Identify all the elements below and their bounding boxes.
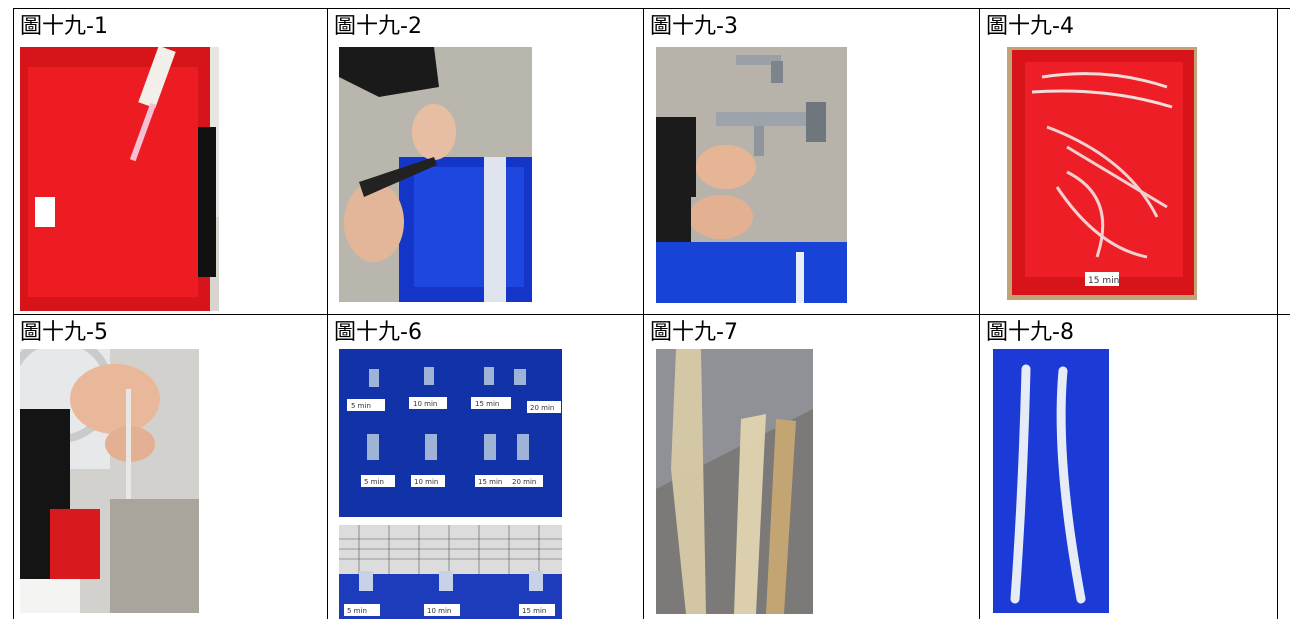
sample-tag-8: 20 min <box>512 478 536 486</box>
two-tubes-blue-photo <box>993 349 1109 613</box>
sample-tag-4: 20 min <box>530 404 554 412</box>
table-col-divider-2 <box>643 8 644 619</box>
scissors-cutting-tube-photo <box>339 47 532 302</box>
red-basin-syringe-photo <box>20 47 219 311</box>
figure-cell-6: 圖十九-6 5 min 10 min 15 min 20 min <box>328 315 643 619</box>
figure-cell-5: 圖十九-5 <box>14 315 327 619</box>
table-col-divider-1 <box>327 8 328 619</box>
sample-tag-7: 15 min <box>478 478 502 486</box>
sample-tag-3: 15 min <box>475 400 499 408</box>
red-tray-tubes-photo: 15 min <box>1007 47 1197 300</box>
figure-label-1: 圖十九-1 <box>20 14 108 39</box>
sample-tag-9: 5 min <box>347 607 367 615</box>
figure-label-3: 圖十九-3 <box>650 14 738 39</box>
figure-label-6: 圖十九-6 <box>334 320 422 345</box>
figure-cell-4: 圖十九-4 15 min <box>980 9 1277 314</box>
labeled-tube-samples-photo: 5 min 10 min 15 min 20 min 5 min 10 min … <box>339 349 562 619</box>
tray-tag-label: 15 min <box>1088 276 1119 286</box>
figure-label-5: 圖十九-5 <box>20 320 108 345</box>
translucent-strips-photo <box>656 349 813 614</box>
sample-tag-10: 10 min <box>427 607 451 615</box>
figure-grid-table: 圖十九-1 圖十九-2 <box>13 8 1290 619</box>
table-border-left <box>13 8 14 619</box>
figure-cell-8: 圖十九-8 <box>980 315 1277 619</box>
table-col-divider-3 <box>979 8 980 619</box>
table-row-divider <box>13 314 1290 315</box>
figure-cell-7: 圖十九-7 <box>644 315 979 619</box>
sample-tag-6: 10 min <box>414 478 438 486</box>
figure-label-2: 圖十九-2 <box>334 14 422 39</box>
figure-label-8: 圖十九-8 <box>986 320 1074 345</box>
table-border-right <box>1277 8 1278 619</box>
sample-tag-1: 5 min <box>351 402 371 410</box>
figure-label-7: 圖十九-7 <box>650 320 738 345</box>
sample-tag-11: 15 min <box>522 607 546 615</box>
figure-cell-3: 圖十九-3 <box>644 9 979 314</box>
faucet-washing-photo <box>656 47 847 303</box>
figure-cell-2: 圖十九-2 <box>328 9 643 314</box>
syringe-filling-tube-photo <box>20 349 199 613</box>
sample-tag-5: 5 min <box>364 478 384 486</box>
figure-label-4: 圖十九-4 <box>986 14 1074 39</box>
sample-tag-2: 10 min <box>413 400 437 408</box>
table-border-top <box>13 8 1290 9</box>
figure-cell-1: 圖十九-1 <box>14 9 327 314</box>
